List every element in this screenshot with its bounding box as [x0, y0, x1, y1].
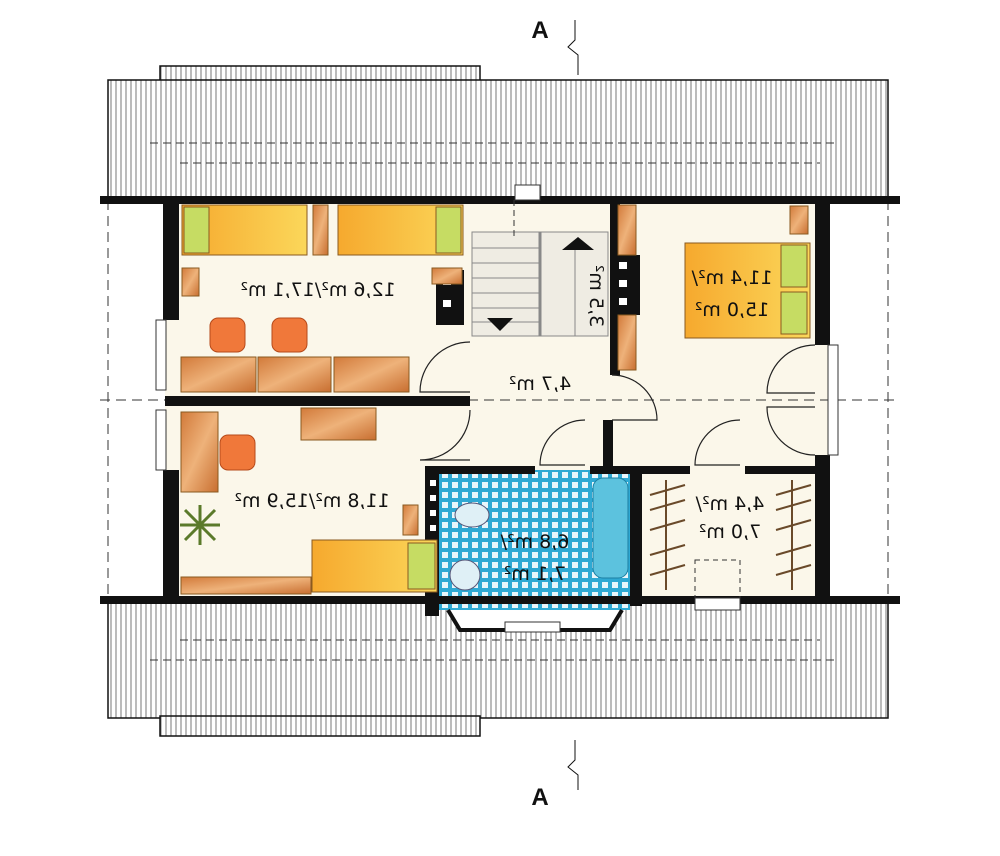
toilet [454, 502, 490, 528]
pillow [183, 206, 210, 254]
window [155, 319, 167, 391]
area-label-bedroom-right-2: 15,0 m² [695, 299, 769, 321]
pillow [780, 291, 808, 335]
area-label-bedroom-bottom-left: 11,8 m²/15,9 m² [234, 490, 389, 512]
wardrobe-rails [649, 480, 812, 590]
chair [271, 317, 308, 353]
chair [219, 434, 256, 471]
area-label-bedroom-right-1: 11,4 m²/ [691, 267, 772, 289]
window [155, 409, 167, 471]
desk [333, 356, 410, 393]
arrow-up-icon [562, 237, 594, 250]
plant-icon [180, 505, 220, 545]
area-label-stairs: 3,5 m² [585, 265, 607, 327]
pillow [435, 206, 462, 254]
area-label-bathroom-2: 7,1 m² [504, 563, 566, 585]
area-label-bedroom-top-left: 12,6 m²/17,1 m² [240, 279, 395, 301]
furniture [180, 204, 811, 595]
window [827, 344, 839, 456]
desk [180, 356, 257, 393]
area-label-hall: 4,7 m² [509, 373, 571, 395]
area-label-bathroom-1: 6,8 m²/ [500, 531, 569, 553]
chair [209, 317, 246, 353]
doors [419, 341, 816, 466]
sink [449, 559, 481, 591]
bathtub [592, 477, 629, 579]
window [694, 597, 741, 611]
window [504, 621, 561, 633]
window [514, 184, 541, 201]
desk [180, 411, 219, 493]
desk [257, 356, 332, 393]
section-label-bottom: A [531, 784, 548, 811]
roof-top [107, 65, 889, 203]
pillow [407, 542, 436, 590]
section-label-top: A [531, 17, 548, 44]
arrow-down-icon [487, 318, 513, 331]
section-cut-top [567, 20, 579, 75]
area-label-wardrobe-1: 4,4 m²/ [695, 493, 764, 515]
pillow [780, 244, 808, 288]
table [300, 407, 377, 441]
area-label-wardrobe-2: 7,0 m² [699, 521, 761, 543]
staircase [471, 200, 609, 337]
section-cut-bottom [567, 740, 579, 790]
